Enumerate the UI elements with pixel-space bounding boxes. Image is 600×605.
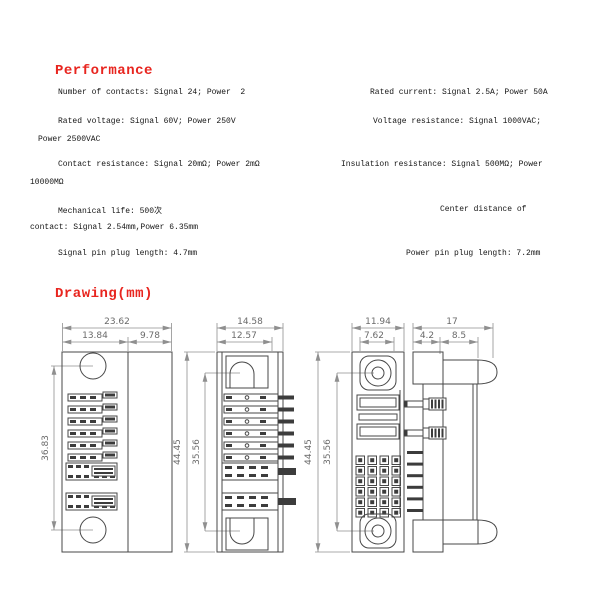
dim-face-inner-height: 35.56	[323, 439, 333, 465]
signal-contact-row	[67, 439, 118, 450]
power-pin	[403, 426, 447, 440]
spec-insulation-resistance-cont: 10000MΩ	[30, 178, 64, 187]
dim-profile-flange-depth: 4.2	[420, 331, 434, 341]
spec-power-plug-length: Power pin plug length: 7.2mm	[406, 249, 541, 258]
signal-contact-grid	[356, 456, 401, 517]
spec-voltage-resistance: Voltage resistance: Signal 1000VAC;	[373, 117, 542, 126]
flange-top	[412, 351, 444, 385]
dim-front-right-width: 9.78	[140, 331, 160, 341]
dim-profile-total-width: 17	[446, 317, 457, 327]
signal-pin	[407, 509, 423, 512]
guide-pin-top	[442, 359, 498, 385]
face-view-dimensions: 11.94 7.62 44.45 35.56	[304, 317, 405, 553]
signal-pin	[407, 462, 423, 466]
technical-drawing: 23.62 13.84 9.78 36.83	[0, 310, 600, 600]
power-pin-row	[221, 462, 297, 481]
power-contact-row	[65, 492, 118, 511]
front-view-body	[61, 351, 173, 553]
signal-contact-row	[67, 391, 118, 402]
spec-center-distance-cont: contact: Signal 2.54mm,Power 6.35mm	[30, 223, 199, 232]
guide-pin-bottom	[442, 519, 498, 545]
polarizing-slot	[358, 413, 398, 421]
guide-boss-top	[359, 355, 397, 391]
face-view-body	[351, 351, 405, 553]
power-slot	[356, 423, 400, 440]
spec-center-distance: Center distance of	[440, 205, 527, 214]
dim-side-total-width: 14.58	[237, 317, 263, 327]
performance-title: Performance	[55, 63, 153, 79]
flange-bottom	[412, 519, 444, 553]
face-view: 11.94 7.62 44.45 35.56	[304, 317, 405, 553]
side-view-body	[216, 351, 297, 553]
mounting-hole-bottom	[79, 516, 107, 544]
dim-side-total-height: 44.45	[173, 439, 183, 465]
drawing-title: Drawing(mm)	[55, 286, 153, 302]
power-pin	[403, 397, 447, 411]
power-contact-row	[65, 462, 118, 481]
signal-pin	[407, 451, 423, 454]
spec-voltage-resistance-cont: Power 2500VAC	[38, 135, 101, 144]
mounting-hole-top	[79, 352, 107, 380]
front-view: 23.62 13.84 9.78 36.83	[41, 317, 173, 553]
dim-face-total-height: 44.45	[304, 439, 314, 465]
signal-contact-row	[67, 415, 118, 426]
dim-face-inner-width: 7.62	[364, 331, 384, 341]
spec-mechanical-life: Mechanical life: 500次	[58, 207, 163, 216]
signal-pin	[407, 474, 423, 478]
guide-boss-bottom	[359, 513, 397, 549]
power-pin-row	[221, 492, 297, 511]
dim-front-left-width: 13.84	[82, 331, 108, 341]
dim-profile-pin-depth: 8.5	[452, 331, 466, 341]
dim-side-inner-width: 12.57	[231, 331, 257, 341]
dim-front-total-width: 23.62	[104, 317, 130, 327]
spec-rated-voltage: Rated voltage: Signal 60V; Power 250V	[58, 117, 236, 126]
dim-side-inner-height: 35.56	[192, 439, 202, 465]
profile-view: 17 4.2 8.5	[403, 317, 498, 553]
guide-post-bottom	[225, 517, 269, 551]
spec-signal-plug-length: Signal pin plug length: 4.7mm	[58, 249, 198, 258]
guide-post-top	[225, 355, 269, 389]
side-view: 14.58 12.57 44.45 35.56	[173, 317, 297, 553]
dim-face-total-width: 11.94	[365, 317, 391, 327]
spec-insulation-resistance: Insulation resistance: Signal 500MΩ; Pow…	[341, 160, 543, 169]
spec-contact-resistance: Contact resistance: Signal 20mΩ; Power 2…	[58, 160, 260, 169]
front-view-dimensions: 23.62 13.84 9.78 36.83	[41, 317, 172, 531]
dim-front-hole-spacing: 36.83	[41, 435, 51, 461]
signal-contact-row	[67, 403, 118, 414]
signal-contact-row	[67, 451, 118, 462]
profile-view-dimensions: 17 4.2 8.5	[412, 317, 494, 358]
spec-number-of-contacts: Number of contacts: Signal 24; Power 2	[58, 88, 246, 97]
profile-view-body	[403, 351, 498, 553]
signal-pin	[407, 485, 423, 489]
spec-rated-current: Rated current: Signal 2.5A; Power 50A	[370, 88, 548, 97]
side-view-dimensions: 14.58 12.57 44.45 35.56	[173, 317, 284, 553]
signal-pin	[407, 497, 423, 501]
power-slot	[356, 394, 400, 411]
signal-contact-row	[67, 427, 118, 438]
